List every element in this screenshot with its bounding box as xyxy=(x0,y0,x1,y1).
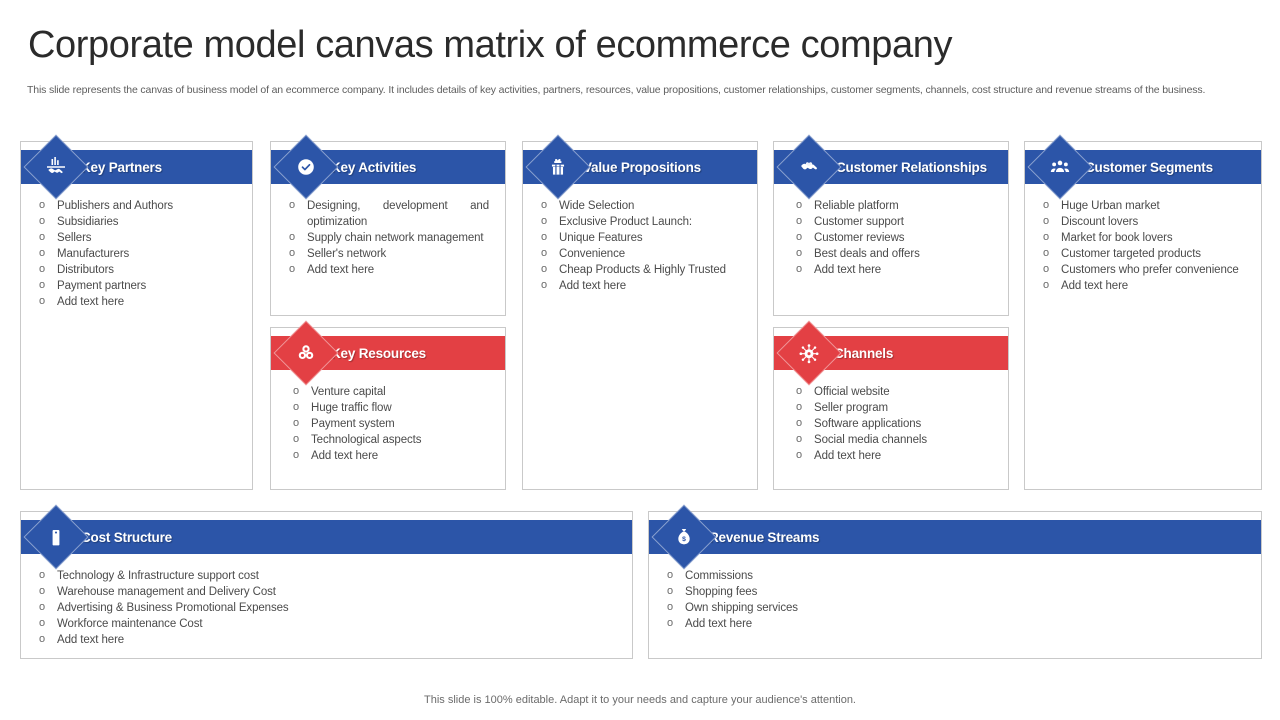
list-item: Seller program xyxy=(786,399,998,416)
list-item: Add text here xyxy=(535,277,747,294)
panel-header-value-propositions: Value Propositions xyxy=(523,134,757,200)
panel-title-revenue-streams: Revenue Streams xyxy=(709,529,820,545)
bullet-list-customer-relationships: Reliable platform Customer support Custo… xyxy=(774,184,1008,288)
panel-cost-structure[interactable]: Cost Structure Technology & Infrastructu… xyxy=(20,504,633,659)
footer-note: This slide is 100% editable. Adapt it to… xyxy=(424,694,856,706)
list-item: Add text here xyxy=(661,615,1251,632)
list-item: Seller's network xyxy=(283,245,495,262)
list-item: Huge Urban market xyxy=(1037,197,1251,214)
list-item: Market for book lovers xyxy=(1037,229,1251,246)
panel-header-customer-relationships: Customer Relationships xyxy=(774,134,1008,200)
list-item: Payment partners xyxy=(33,277,242,294)
list-item: Exclusive Product Launch: xyxy=(535,213,747,230)
panel-title-key-activities: Key Activities xyxy=(331,159,417,175)
list-item: Customer targeted products xyxy=(1037,245,1251,262)
list-item: Technology & Infrastructure support cost xyxy=(33,567,622,584)
list-item: Best deals and offers xyxy=(786,245,998,262)
network-nodes-icon xyxy=(776,320,842,386)
list-item: Wide Selection xyxy=(535,197,747,214)
list-item: Subsidiaries xyxy=(33,213,242,230)
panel-title-channels: Channels xyxy=(834,345,894,361)
panel-header-channels: Channels xyxy=(774,320,1008,386)
list-item: Advertising & Business Promotional Expen… xyxy=(33,599,622,616)
panel-title-cost-structure: Cost Structure xyxy=(81,529,172,545)
list-item: Software applications xyxy=(786,415,998,432)
list-item: Reliable platform xyxy=(786,197,998,214)
panel-key-resources[interactable]: Key Resources Venture capital Huge traff… xyxy=(270,320,506,490)
page-subtitle: This slide represents the canvas of busi… xyxy=(27,84,1206,96)
panel-header-key-partners: Key Partners xyxy=(21,134,252,200)
list-item: Add text here xyxy=(1037,277,1251,294)
handshake-chart-icon xyxy=(23,134,89,200)
panel-header-key-activities: Key Activities xyxy=(271,134,505,200)
list-item: Publishers and Authors xyxy=(33,197,242,214)
list-item: Add text here xyxy=(283,261,495,278)
list-item: Sellers xyxy=(33,229,242,246)
list-item: Technological aspects xyxy=(283,431,495,448)
list-item: Own shipping services xyxy=(661,599,1251,616)
list-item: Designing, development and optimization xyxy=(283,197,495,230)
panel-header-cost-structure: Cost Structure xyxy=(21,504,632,570)
panel-key-activities[interactable]: Key Activities Designing, development an… xyxy=(270,134,506,316)
bullet-list-cost-structure: Technology & Infrastructure support cost… xyxy=(21,554,632,658)
bullet-list-key-partners: Publishers and Authors Subsidiaries Sell… xyxy=(21,184,252,320)
list-item: Add text here xyxy=(33,293,242,310)
bullet-list-customer-segments: Huge Urban market Discount lovers Market… xyxy=(1025,184,1261,304)
panel-title-value-propositions: Value Propositions xyxy=(583,159,701,175)
list-item: Social media channels xyxy=(786,431,998,448)
bullet-list-value-propositions: Wide Selection Exclusive Product Launch:… xyxy=(523,184,757,304)
bullet-list-channels: Official website Seller program Software… xyxy=(774,370,1008,474)
bullet-list-key-activities: Designing, development and optimization … xyxy=(271,184,505,288)
bullet-list-key-resources: Venture capital Huge traffic flow Paymen… xyxy=(271,370,505,474)
list-item: Distributors xyxy=(33,261,242,278)
panel-customer-segments[interactable]: Customer Segments Huge Urban market Disc… xyxy=(1024,134,1262,490)
svg-text:$: $ xyxy=(682,536,686,543)
panel-header-customer-segments: Customer Segments xyxy=(1025,134,1261,200)
list-item: Official website xyxy=(786,383,998,400)
list-item: Add text here xyxy=(33,631,622,648)
list-item: Add text here xyxy=(786,261,998,278)
panel-key-partners[interactable]: Key Partners Publishers and Authors Subs… xyxy=(20,134,253,490)
list-item: Customer reviews xyxy=(786,229,998,246)
panel-title-key-resources: Key Resources xyxy=(331,345,426,361)
list-item: Workforce maintenance Cost xyxy=(33,615,622,632)
list-item: Add text here xyxy=(786,447,998,464)
list-item: Payment system xyxy=(283,415,495,432)
list-item: Customer support xyxy=(786,213,998,230)
list-item: Warehouse management and Delivery Cost xyxy=(33,583,622,600)
panel-header-revenue-streams: $ Revenue Streams xyxy=(649,504,1261,570)
list-item: Venture capital xyxy=(283,383,495,400)
panel-title-key-partners: Key Partners xyxy=(81,159,162,175)
money-bag-icon: $ xyxy=(651,504,717,570)
list-item: Commissions xyxy=(661,567,1251,584)
price-tag-icon xyxy=(23,504,89,570)
panel-title-customer-relationships: Customer Relationships xyxy=(836,159,987,175)
gears-icon xyxy=(273,320,339,386)
panel-value-propositions[interactable]: Value Propositions Wide Selection Exclus… xyxy=(522,134,758,490)
people-group-icon xyxy=(1027,134,1093,200)
list-item: Huge traffic flow xyxy=(283,399,495,416)
list-item: Supply chain network management xyxy=(283,229,495,246)
list-item: Customers who prefer convenience xyxy=(1037,261,1251,278)
bullet-list-revenue-streams: Commissions Shopping fees Own shipping s… xyxy=(649,554,1261,642)
list-item: Convenience xyxy=(535,245,747,262)
list-item: Unique Features xyxy=(535,229,747,246)
panel-revenue-streams[interactable]: $ Revenue Streams Commissions Shopping f… xyxy=(648,504,1262,659)
list-item: Shopping fees xyxy=(661,583,1251,600)
check-circle-icon xyxy=(273,134,339,200)
panel-channels[interactable]: Channels Official website Seller program… xyxy=(773,320,1009,490)
list-item: Discount lovers xyxy=(1037,213,1251,230)
list-item: Add text here xyxy=(283,447,495,464)
panel-title-customer-segments: Customer Segments xyxy=(1085,159,1213,175)
panel-header-key-resources: Key Resources xyxy=(271,320,505,386)
gift-box-icon xyxy=(525,134,591,200)
panel-customer-relationships[interactable]: Customer Relationships Reliable platform… xyxy=(773,134,1009,316)
list-item: Manufacturers xyxy=(33,245,242,262)
list-item: Cheap Products & Highly Trusted xyxy=(535,261,747,278)
handshake-heart-icon xyxy=(776,134,842,200)
page-title: Corporate model canvas matrix of ecommer… xyxy=(28,24,953,66)
